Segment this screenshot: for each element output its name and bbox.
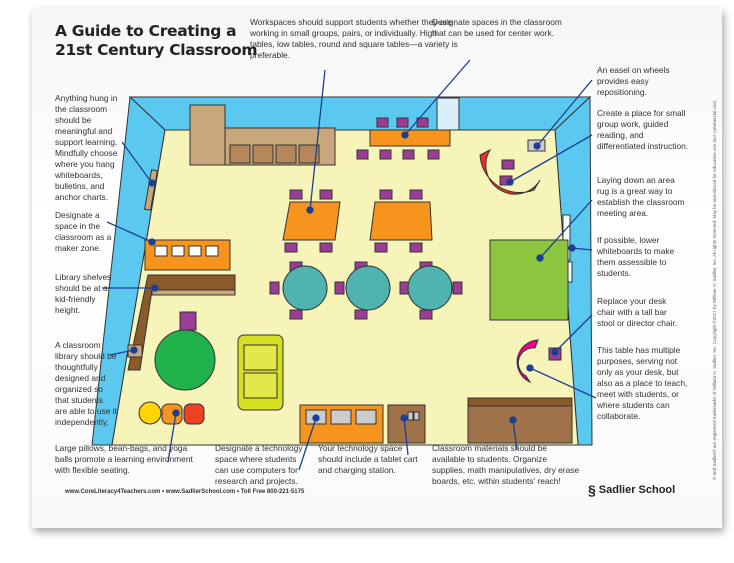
round-tables [282, 265, 453, 311]
note-centers: Designate spaces in the classroom that c… [432, 17, 562, 38]
title-line-2: 21st Century Classroom [55, 41, 258, 59]
note-library: A classroom library should be thoughtful… [55, 340, 117, 427]
sadlier-logo: § Sadlier School [588, 482, 675, 498]
footer-links: www.CoreLiteracy4Teachers.com • www.Sadl… [65, 489, 305, 495]
note-pillows: Large pillows, bean-bags, and yoga balls… [55, 443, 193, 475]
note-tablet: Your technology space should include a t… [318, 443, 418, 475]
library-rug [154, 329, 216, 391]
logo-text: Sadlier School [598, 484, 676, 496]
chairs [179, 117, 562, 361]
note-materials: Classroom materials should be available … [432, 443, 580, 486]
title-line-1: A Guide to Creating a [55, 22, 237, 40]
yoga-ball [138, 401, 162, 425]
note-table: This table has multiple purposes, servin… [597, 345, 688, 421]
wall-bulletin [143, 169, 159, 211]
teacher-desk [516, 339, 539, 384]
door [436, 97, 460, 131]
page-title: A Guide to Creating a 21st Century Class… [55, 22, 258, 60]
pillow [183, 403, 205, 425]
callout-lines [102, 59, 597, 471]
sadlier-logo-icon: § [588, 482, 596, 498]
kidney-table [479, 148, 541, 195]
note-technology: Designate a technology space where stude… [215, 443, 303, 486]
note-maker: Designate a space in the classroom as a … [55, 210, 112, 253]
legal-text: ® and Sadlier® are registered trademarks… [712, 99, 717, 480]
note-hung: Anything hung in the classroom should be… [55, 93, 118, 202]
note-shelves: Library shelves should be at a kid-frien… [55, 272, 112, 315]
note-small-group: Create a place for small group work, gui… [597, 108, 689, 151]
note-workspaces: Workspaces should support students wheth… [250, 17, 458, 60]
note-rug: Laying down an area rug is a great way t… [597, 175, 685, 218]
note-easel: An easel on wheels provides easy reposit… [597, 65, 670, 97]
tall-cabinet [189, 104, 226, 166]
area-rug [489, 239, 569, 321]
center-work-table [369, 129, 451, 147]
note-whiteboards: If possible, lower whiteboards to make t… [597, 235, 675, 278]
note-desk-chair: Replace your desk chair with a tall bar … [597, 296, 678, 328]
group-table [369, 201, 433, 241]
group-table [282, 201, 341, 241]
bean-bag [161, 403, 183, 425]
